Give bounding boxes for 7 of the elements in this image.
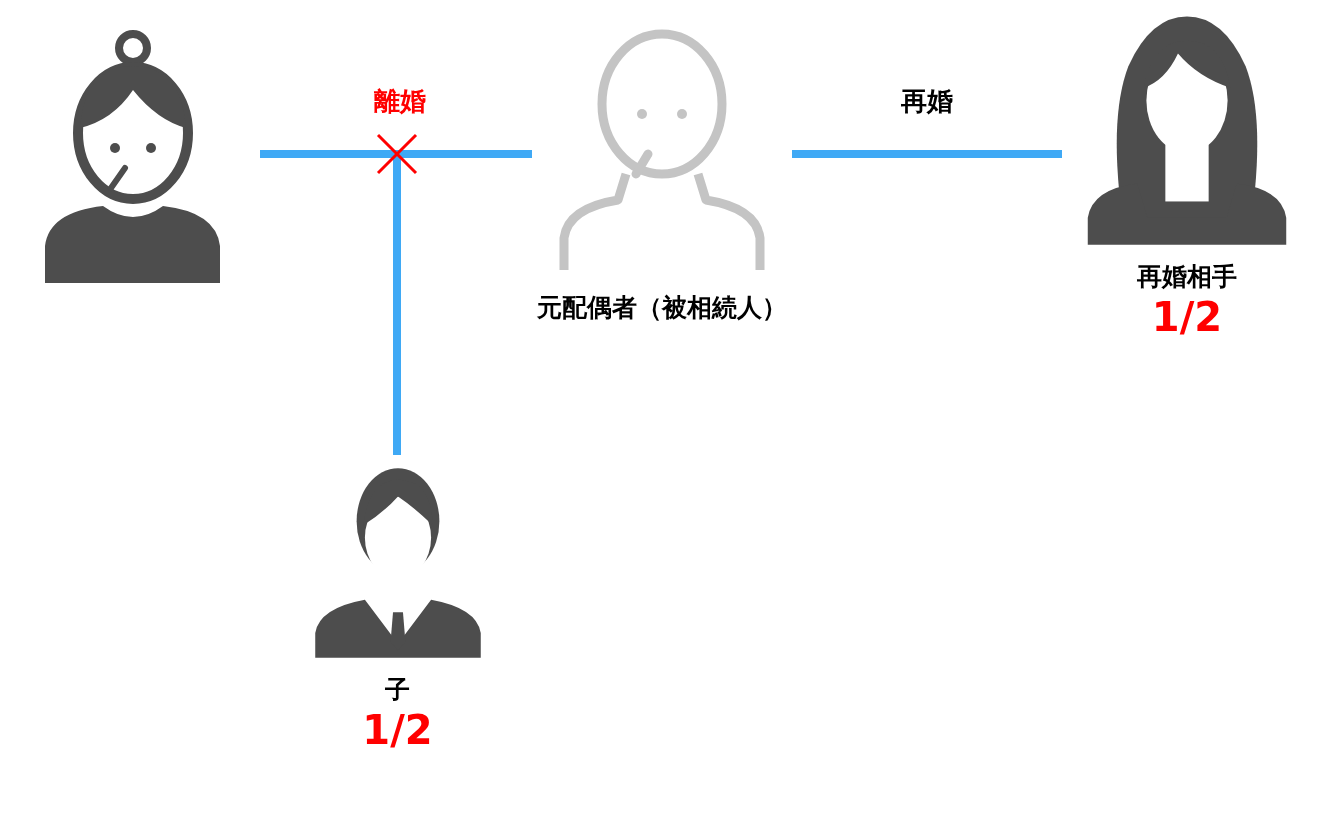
edge-label: 離婚 bbox=[374, 86, 426, 116]
person-label: 再婚相手 bbox=[1137, 260, 1237, 292]
person-label: 子 bbox=[385, 673, 410, 705]
person-label: 元配偶者（被相続人） bbox=[537, 292, 787, 324]
share-fraction: 1/2 bbox=[1151, 293, 1223, 342]
share-fraction: 1/2 bbox=[362, 706, 433, 755]
edge-label: 再婚 bbox=[901, 86, 953, 116]
